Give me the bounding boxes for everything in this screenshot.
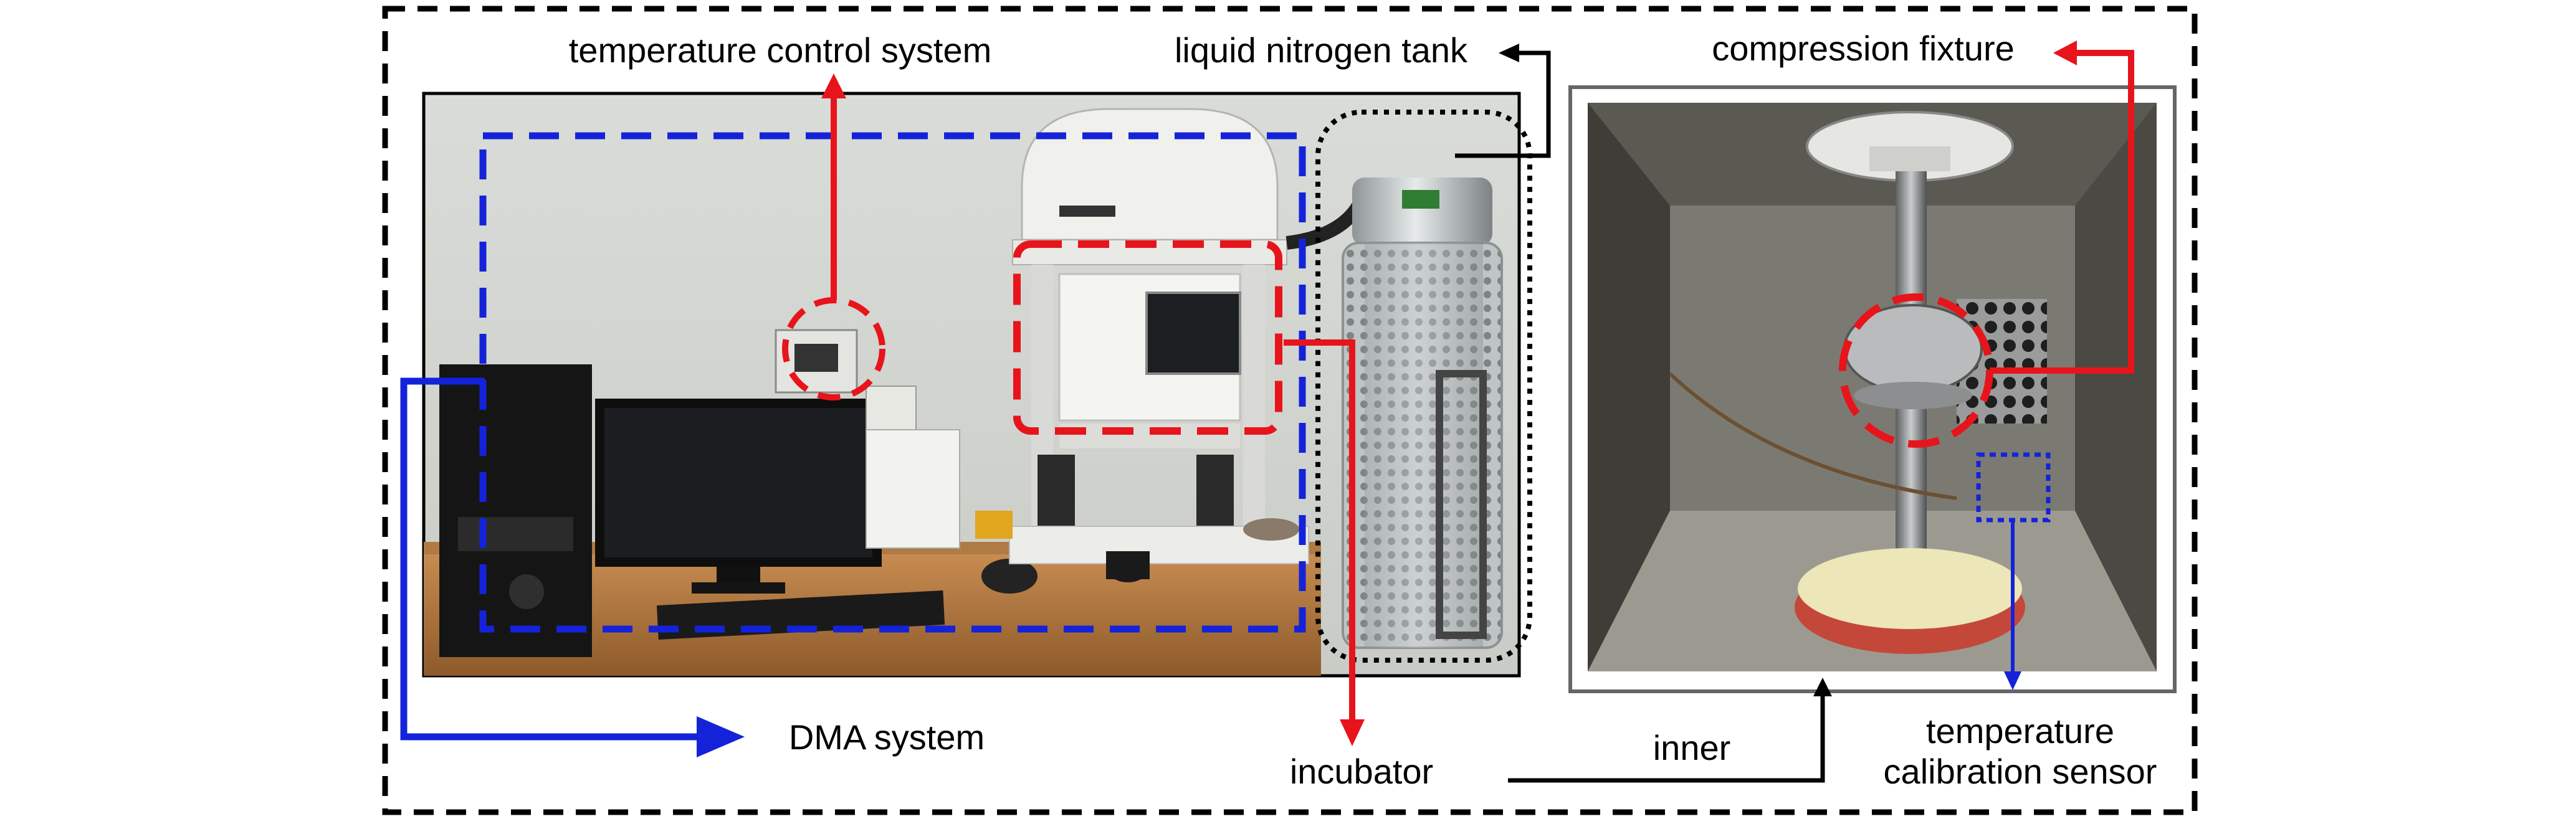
computer-tower [439,364,592,657]
arrowhead-temperature-control [821,73,846,98]
arrowhead-compression-fixture [2053,40,2077,65]
arrow-liquid-nitrogen [1455,50,1551,158]
arrowhead-incubator [1340,719,1365,746]
arrow-incubator [1284,339,1355,729]
label-temperature-calibration-sensor-line2: calibration sensor [1884,752,2157,791]
label-incubator: incubator [1290,752,1433,791]
label-compression-fixture: compression fixture [1712,29,2015,68]
dma-machine [975,108,1309,582]
label-dma-system: DMA system [789,717,985,757]
arrow-inner [1508,693,1825,783]
label-temperature-control-system: temperature control system [569,31,991,70]
arrowhead-dma-system [697,716,745,757]
label-inner: inner [1653,728,1731,767]
arrowhead-liquid-nitrogen [1499,44,1519,62]
mouse [981,559,1038,594]
arrowhead-inner [1813,678,1832,696]
label-temperature-calibration-sensor-line1: temperature [1926,711,2114,751]
incubator-dashed-box [1013,240,1282,435]
arrowhead-temperature-sensor [2004,671,2021,690]
label-liquid-nitrogen-tank: liquid nitrogen tank [1175,31,1468,70]
chamber-photo [1568,85,2177,693]
keyboard [656,590,945,640]
liquid-nitrogen-tank-photo [1342,178,1503,649]
nitrogen-tank-dotted-box [1315,110,1532,663]
dma-lab-photo [422,92,1521,678]
arrow-compression-fixture [1990,50,2134,374]
outer-dashed-frame [382,6,2198,815]
arrow-dma-system [400,377,717,741]
